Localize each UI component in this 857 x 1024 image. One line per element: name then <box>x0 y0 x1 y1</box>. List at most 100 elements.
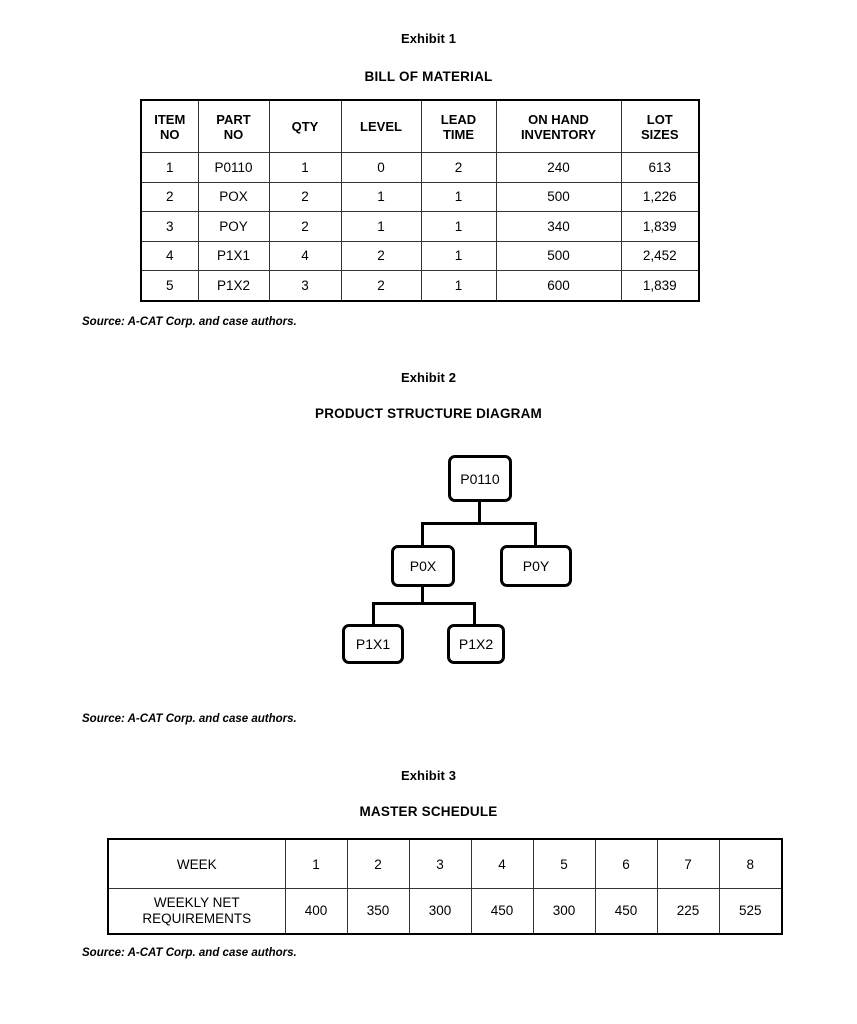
cell-item-no: 3 <box>140 211 199 242</box>
cell-week: 4 <box>470 838 534 889</box>
exhibit-1-title: Exhibit 1 <box>400 31 457 46</box>
column-header-lot-sizes: LOT SIZES <box>620 99 700 153</box>
exhibit-2-source-note: Source: A-CAT Corp. and case authors. <box>82 713 297 725</box>
column-header-level: LEVEL <box>340 99 422 153</box>
cell-on-hand-inventory: 240 <box>495 152 622 183</box>
cell-part-no: POX <box>197 181 270 212</box>
header-line-2: INVENTORY <box>520 126 597 142</box>
cell-week: 7 <box>656 838 720 889</box>
exhibit-2-title: Exhibit 2 <box>400 370 457 385</box>
exhibit-2-subtitle: PRODUCT STRUCTURE DIAGRAM <box>315 406 542 421</box>
table-row-week: WEEK 1 2 3 4 5 6 7 8 <box>107 838 783 889</box>
header-line-1: ON HAND <box>528 111 589 127</box>
diagram-node-p0110: P0110 <box>448 455 512 502</box>
cell-on-hand-inventory: 500 <box>495 240 622 271</box>
edge-p0x-to-p1x1 <box>372 602 375 625</box>
header-line-1: LEVEL <box>360 119 402 134</box>
header-line-2: NO <box>223 126 244 142</box>
edge-p0x-trunk <box>421 587 424 604</box>
column-header-on-hand-inventory: ON HAND INVENTORY <box>495 99 622 153</box>
cell-requirement: 300 <box>408 888 472 935</box>
cell-week: 2 <box>346 838 410 889</box>
table-row: 5 P1X2 3 2 1 600 1,839 <box>140 270 700 301</box>
header-line-1: LEAD <box>440 111 477 127</box>
exhibit-3-subtitle: MASTER SCHEDULE <box>359 804 498 819</box>
cell-lot-size: 1,226 <box>620 181 700 212</box>
node-label: P1X2 <box>458 636 494 652</box>
cell-lot-size: 1,839 <box>620 270 700 301</box>
cell-on-hand-inventory: 340 <box>495 211 622 242</box>
cell-requirement: 525 <box>718 888 783 935</box>
node-label: P0X <box>409 558 437 574</box>
node-label: P0110 <box>460 470 500 487</box>
node-label: P1X1 <box>355 636 391 652</box>
cell-qty: 2 <box>268 181 342 212</box>
cell-level: 1 <box>340 181 422 212</box>
cell-qty: 1 <box>268 152 342 183</box>
column-header-part-no: PART NO <box>197 99 270 153</box>
cell-requirement: 225 <box>656 888 720 935</box>
cell-week: 5 <box>532 838 596 889</box>
cell-level: 1 <box>340 211 422 242</box>
header-line-2: NO <box>160 126 180 142</box>
cell-requirement: 450 <box>470 888 534 935</box>
cell-part-no: P1X1 <box>197 240 270 271</box>
cell-qty: 4 <box>268 240 342 271</box>
label-line-1: WEEKLY NET <box>153 895 240 910</box>
cell-on-hand-inventory: 500 <box>495 181 622 212</box>
cell-requirement: 450 <box>594 888 658 935</box>
diagram-node-p1x1: P1X1 <box>342 624 404 664</box>
cell-week: 8 <box>718 838 783 889</box>
column-header-qty: QTY <box>268 99 342 153</box>
cell-requirement: 300 <box>532 888 596 935</box>
table-row: 4 P1X1 4 2 1 500 2,452 <box>140 240 700 271</box>
cell-week: 6 <box>594 838 658 889</box>
cell-lead-time: 2 <box>420 152 497 183</box>
cell-lead-time: 1 <box>420 270 497 301</box>
header-line-2: SIZES <box>640 126 679 142</box>
edge-p0110-trunk <box>478 502 481 524</box>
cell-level: 2 <box>340 270 422 301</box>
row-label-week: WEEK <box>107 838 286 889</box>
row-label-weekly-net-requirements: WEEKLY NET REQUIREMENTS <box>107 888 286 935</box>
cell-requirement: 400 <box>284 888 348 935</box>
cell-item-no: 2 <box>140 181 199 212</box>
diagram-node-p0x: P0X <box>391 545 455 587</box>
cell-lot-size: 2,452 <box>620 240 700 271</box>
cell-requirement: 350 <box>346 888 410 935</box>
master-schedule-table: WEEK 1 2 3 4 5 6 7 8 WEEKLY NET REQUIREM… <box>107 838 783 935</box>
edge-p0110-to-p0x <box>421 522 424 546</box>
table-header-row: ITEM NO PART NO QTY LEVEL LEAD TIME <box>140 99 700 153</box>
diagram-node-p0y: P0Y <box>500 545 572 587</box>
exhibit-3-source-note: Source: A-CAT Corp. and case authors. <box>82 947 297 959</box>
cell-lot-size: 1,839 <box>620 211 700 242</box>
node-label: P0Y <box>522 558 550 574</box>
cell-item-no: 5 <box>140 270 199 301</box>
column-header-item-no: ITEM NO <box>140 99 199 153</box>
cell-level: 0 <box>340 152 422 183</box>
cell-lead-time: 1 <box>420 181 497 212</box>
header-line-2: TIME <box>442 126 475 142</box>
column-header-lead-time: LEAD TIME <box>420 99 497 153</box>
cell-lead-time: 1 <box>420 211 497 242</box>
bill-of-material-table: ITEM NO PART NO QTY LEVEL LEAD TIME <box>140 99 700 302</box>
label-line-2: REQUIREMENTS <box>142 911 252 926</box>
exhibit-3-title: Exhibit 3 <box>400 768 457 783</box>
table-row: 3 POY 2 1 1 340 1,839 <box>140 211 700 242</box>
cell-item-no: 4 <box>140 240 199 271</box>
edge-level1-bus <box>421 522 537 525</box>
cell-week: 3 <box>408 838 472 889</box>
diagram-node-p1x2: P1X2 <box>447 624 505 664</box>
cell-qty: 2 <box>268 211 342 242</box>
header-line-1: LOT <box>646 111 673 127</box>
edge-p0x-to-p1x2 <box>473 602 476 625</box>
cell-on-hand-inventory: 600 <box>495 270 622 301</box>
cell-part-no: P1X2 <box>197 270 270 301</box>
cell-level: 2 <box>340 240 422 271</box>
product-structure-diagram: P0110 P0X P0Y P1X1 P1X2 <box>0 440 857 690</box>
cell-item-no: 1 <box>140 152 199 183</box>
cell-lot-size: 613 <box>620 152 700 183</box>
table-row: 1 P0110 1 0 2 240 613 <box>140 152 700 183</box>
cell-qty: 3 <box>268 270 342 301</box>
